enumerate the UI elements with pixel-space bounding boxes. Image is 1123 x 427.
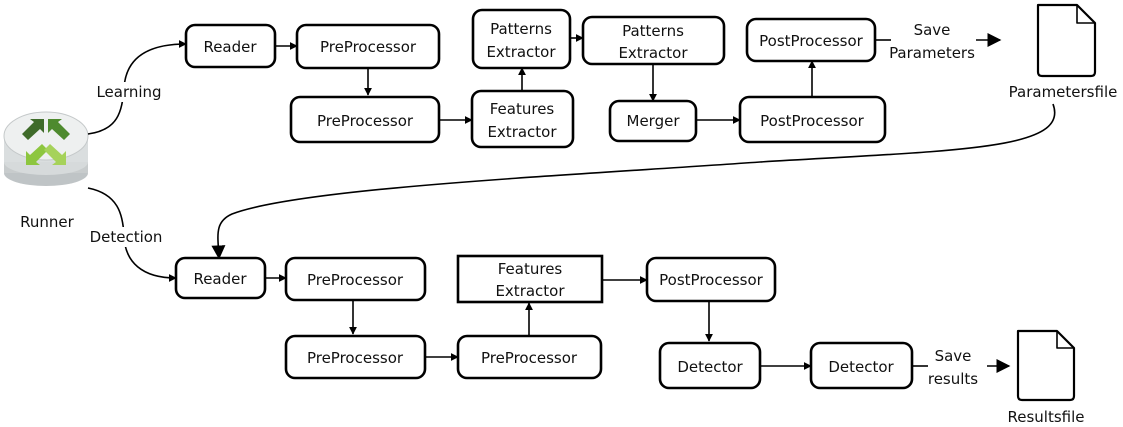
detection-postprocessor-label: PostProcessor <box>659 271 763 289</box>
learning-postprocessor-1-box: PostProcessor <box>745 17 877 63</box>
learning-patterns-1-label: Patterns <box>490 20 552 38</box>
learning-branch-label: Learning <box>96 83 161 101</box>
results-file-icon <box>1016 329 1076 402</box>
detection-detector-2-box: Detector <box>809 341 914 390</box>
results-file-label: Resultsfile <box>1007 408 1084 426</box>
learning-postprocessor-2-label: PostProcessor <box>760 112 864 130</box>
save-parameters-label-line1: Save <box>914 21 951 39</box>
detection-branch-label: Detection <box>90 228 163 246</box>
save-results-label-line1: Save <box>935 347 972 365</box>
learning-features-extractor-box: Features Extractor <box>470 89 575 149</box>
detection-preprocessor-2-box: PreProcessor <box>284 334 427 380</box>
learning-merger-box: Merger <box>608 99 698 143</box>
detection-features-extractor-box: Features Extractor <box>456 254 604 304</box>
learning-reader-box: Reader <box>184 23 277 69</box>
save-results-label-line2: results <box>928 370 978 388</box>
learning-preprocessor-1-label: PreProcessor <box>320 38 417 56</box>
runner-label: Runner <box>20 213 74 231</box>
learning-extractor-2-label: Extractor <box>618 44 688 62</box>
detection-preprocessor-2-label: PreProcessor <box>307 349 404 367</box>
learning-postprocessor-2-box: PostProcessor <box>738 95 887 144</box>
detection-features-label: Features <box>498 260 563 278</box>
detection-detector-2-label: Detector <box>828 358 894 376</box>
learning-patterns-2-label: Patterns <box>622 22 684 40</box>
learning-extractor-label: Extractor <box>487 123 557 141</box>
learning-preprocessor-2-box: PreProcessor <box>289 95 441 144</box>
detection-preprocessor-1-box: PreProcessor <box>284 256 427 302</box>
learning-features-label: Features <box>490 100 555 118</box>
learning-reader-label: Reader <box>203 38 257 56</box>
parameters-file-icon <box>1036 3 1097 78</box>
learning-patterns-extractor-2-box: Patterns Extractor <box>581 15 726 66</box>
learning-merger-label: Merger <box>627 112 681 130</box>
learning-preprocessor-1-box: PreProcessor <box>295 23 441 70</box>
learning-preprocessor-2-label: PreProcessor <box>317 112 414 130</box>
detection-detector-1-box: Detector <box>658 341 762 390</box>
detection-preprocessor-1-label: PreProcessor <box>307 271 404 289</box>
learning-postprocessor-1-label: PostProcessor <box>759 32 863 50</box>
detection-extractor-label: Extractor <box>495 282 565 300</box>
detection-detector-1-label: Detector <box>677 358 743 376</box>
detection-preprocessor-3-box: PreProcessor <box>456 334 603 380</box>
runner-icon <box>3 111 89 186</box>
save-parameters-label-line2: Parameters <box>889 44 975 62</box>
learning-extractor-1-label: Extractor <box>486 43 556 61</box>
detection-preprocessor-3-label: PreProcessor <box>481 349 578 367</box>
detection-postprocessor-box: PostProcessor <box>645 256 777 303</box>
detection-reader-label: Reader <box>193 270 247 288</box>
parameters-file-label: Parametersfile <box>1009 83 1118 101</box>
detection-reader-box: Reader <box>174 256 267 300</box>
learning-patterns-extractor-1-box: Patterns Extractor <box>471 8 572 70</box>
